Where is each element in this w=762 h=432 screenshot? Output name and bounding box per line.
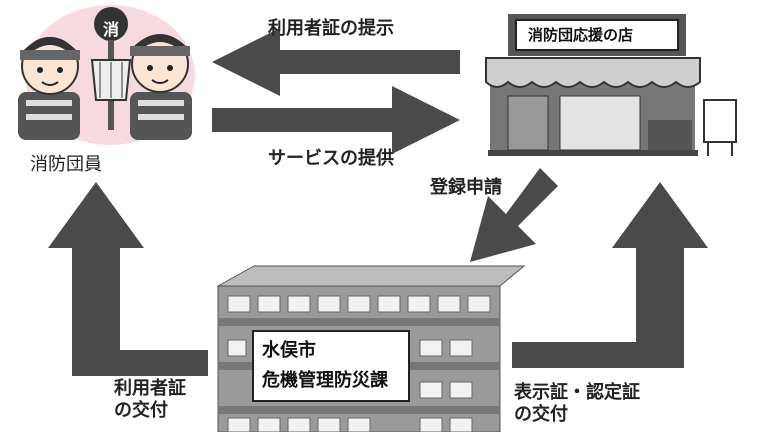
issue-certificates-label: 表示証・認定証 の交付 bbox=[514, 382, 640, 426]
arrow-issue-user-card bbox=[48, 182, 208, 376]
issue-user-card-label: 利用者証 の交付 bbox=[114, 378, 186, 422]
city-office-line1: 水俣市 bbox=[262, 340, 316, 361]
firefighter-1-icon bbox=[18, 37, 80, 140]
badge-label: 消 bbox=[102, 20, 119, 39]
firefighter-2-icon bbox=[130, 34, 192, 140]
city-office-line2: 危機管理防災課 bbox=[262, 370, 388, 391]
firefighters-label: 消防団員 bbox=[30, 154, 102, 175]
present-card-label: 利用者証の提示 bbox=[268, 18, 394, 39]
matoi-standard-icon bbox=[90, 7, 132, 130]
arrow-issue-certificates bbox=[512, 182, 708, 368]
issue-certificates-line1: 表示証・認定証 bbox=[514, 382, 640, 403]
issue-certificates-line2: の交付 bbox=[514, 404, 568, 425]
shop-icon bbox=[485, 14, 737, 156]
shop-sign: 消防団応援の店 bbox=[528, 26, 634, 44]
issue-user-card-line1: 利用者証 bbox=[114, 378, 186, 399]
provide-service-label: サービスの提供 bbox=[268, 148, 394, 169]
city-office-sign: 水俣市 危機管理防災課 bbox=[252, 330, 410, 402]
arrow-present-card bbox=[212, 28, 460, 96]
arrow-provide-service bbox=[212, 86, 460, 154]
issue-user-card-line2: の交付 bbox=[114, 400, 168, 421]
registration-label: 登録申請 bbox=[430, 177, 502, 198]
arrow-registration bbox=[470, 168, 558, 262]
city-office-building bbox=[216, 265, 526, 432]
